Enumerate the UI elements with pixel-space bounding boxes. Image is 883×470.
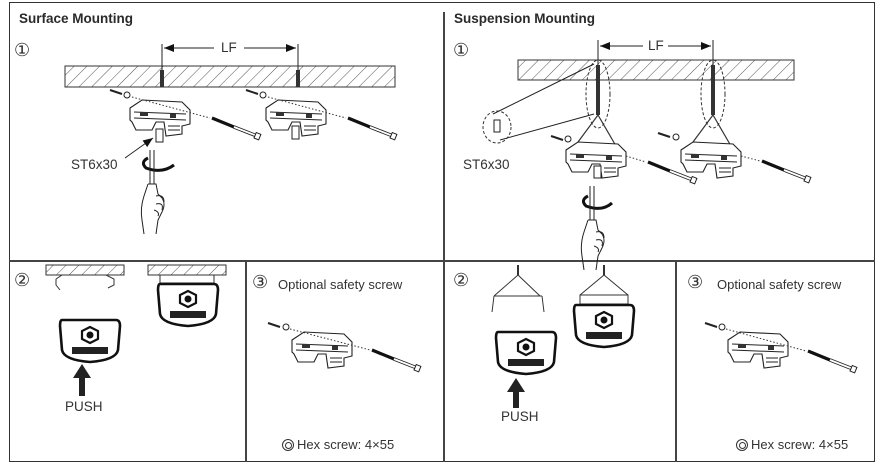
suspension-step3-number: ③ [687, 272, 704, 292]
suspension-step2-left-hanger [491, 265, 545, 313]
suspension-step2-number: ② [453, 270, 470, 290]
vertical-divider-main [443, 12, 445, 462]
surface-screwdriver-hand [124, 137, 175, 235]
vertical-divider-right-step3 [675, 260, 677, 462]
suspension-step2-right-hanger [572, 265, 636, 349]
suspension-bracket-right [657, 132, 813, 185]
surface-step3-title: Optional safety screw [278, 277, 403, 292]
suspension-step1-number: ① [453, 40, 470, 60]
surface-step2-number: ② [14, 270, 31, 290]
instruction-sheet-frame [9, 2, 875, 462]
suspension-lf-label: LF [648, 38, 664, 53]
surface-step1-number: ① [14, 40, 31, 60]
suspension-screwdriver-hand [580, 165, 614, 271]
suspension-mounting-title: Suspension Mounting [454, 11, 595, 26]
suspension-ceiling [517, 59, 795, 81]
surface-ceiling [64, 65, 396, 88]
surface-push-label: PUSH [65, 399, 103, 414]
suspension-step2-clip [494, 330, 558, 376]
suspension-screw-label: ST6x30 [463, 157, 510, 172]
hex-screw-icon [736, 439, 748, 451]
surface-mounting-title: Surface Mounting [19, 11, 133, 26]
horizontal-divider [9, 260, 875, 262]
hex-screw-spec-text: Hex screw: 4×55 [751, 437, 849, 452]
surface-bracket-right [245, 89, 399, 142]
suspension-hangers [482, 59, 732, 147]
surface-lf-label: LF [221, 40, 237, 55]
suspension-push-arrow [507, 378, 525, 408]
surface-push-arrow [73, 364, 91, 396]
suspension-step3-title: Optional safety screw [717, 277, 842, 292]
suspension-step3-bracket [704, 322, 859, 375]
surface-bracket-left [109, 89, 263, 142]
surface-step3-number: ③ [252, 272, 269, 292]
suspension-hex-screw-spec: Hex screw: 4×55 [736, 437, 848, 452]
surface-screw-label: ST6x30 [71, 157, 118, 172]
hex-screw-spec-text: Hex screw: 4×55 [297, 437, 395, 452]
surface-anchor-bolts [160, 70, 300, 87]
surface-step2-clip [58, 318, 122, 364]
surface-step3-bracket [267, 322, 423, 374]
hex-screw-icon [282, 439, 294, 451]
vertical-divider-left-step3 [245, 260, 247, 462]
surface-hex-screw-spec: Hex screw: 4×55 [282, 437, 394, 452]
suspension-bracket-left [550, 135, 699, 186]
surface-step2-ceiling-left [45, 264, 125, 291]
suspension-push-label: PUSH [501, 409, 539, 424]
surface-step2-ceiling-right [147, 264, 227, 328]
surface-small-screws [155, 125, 300, 143]
